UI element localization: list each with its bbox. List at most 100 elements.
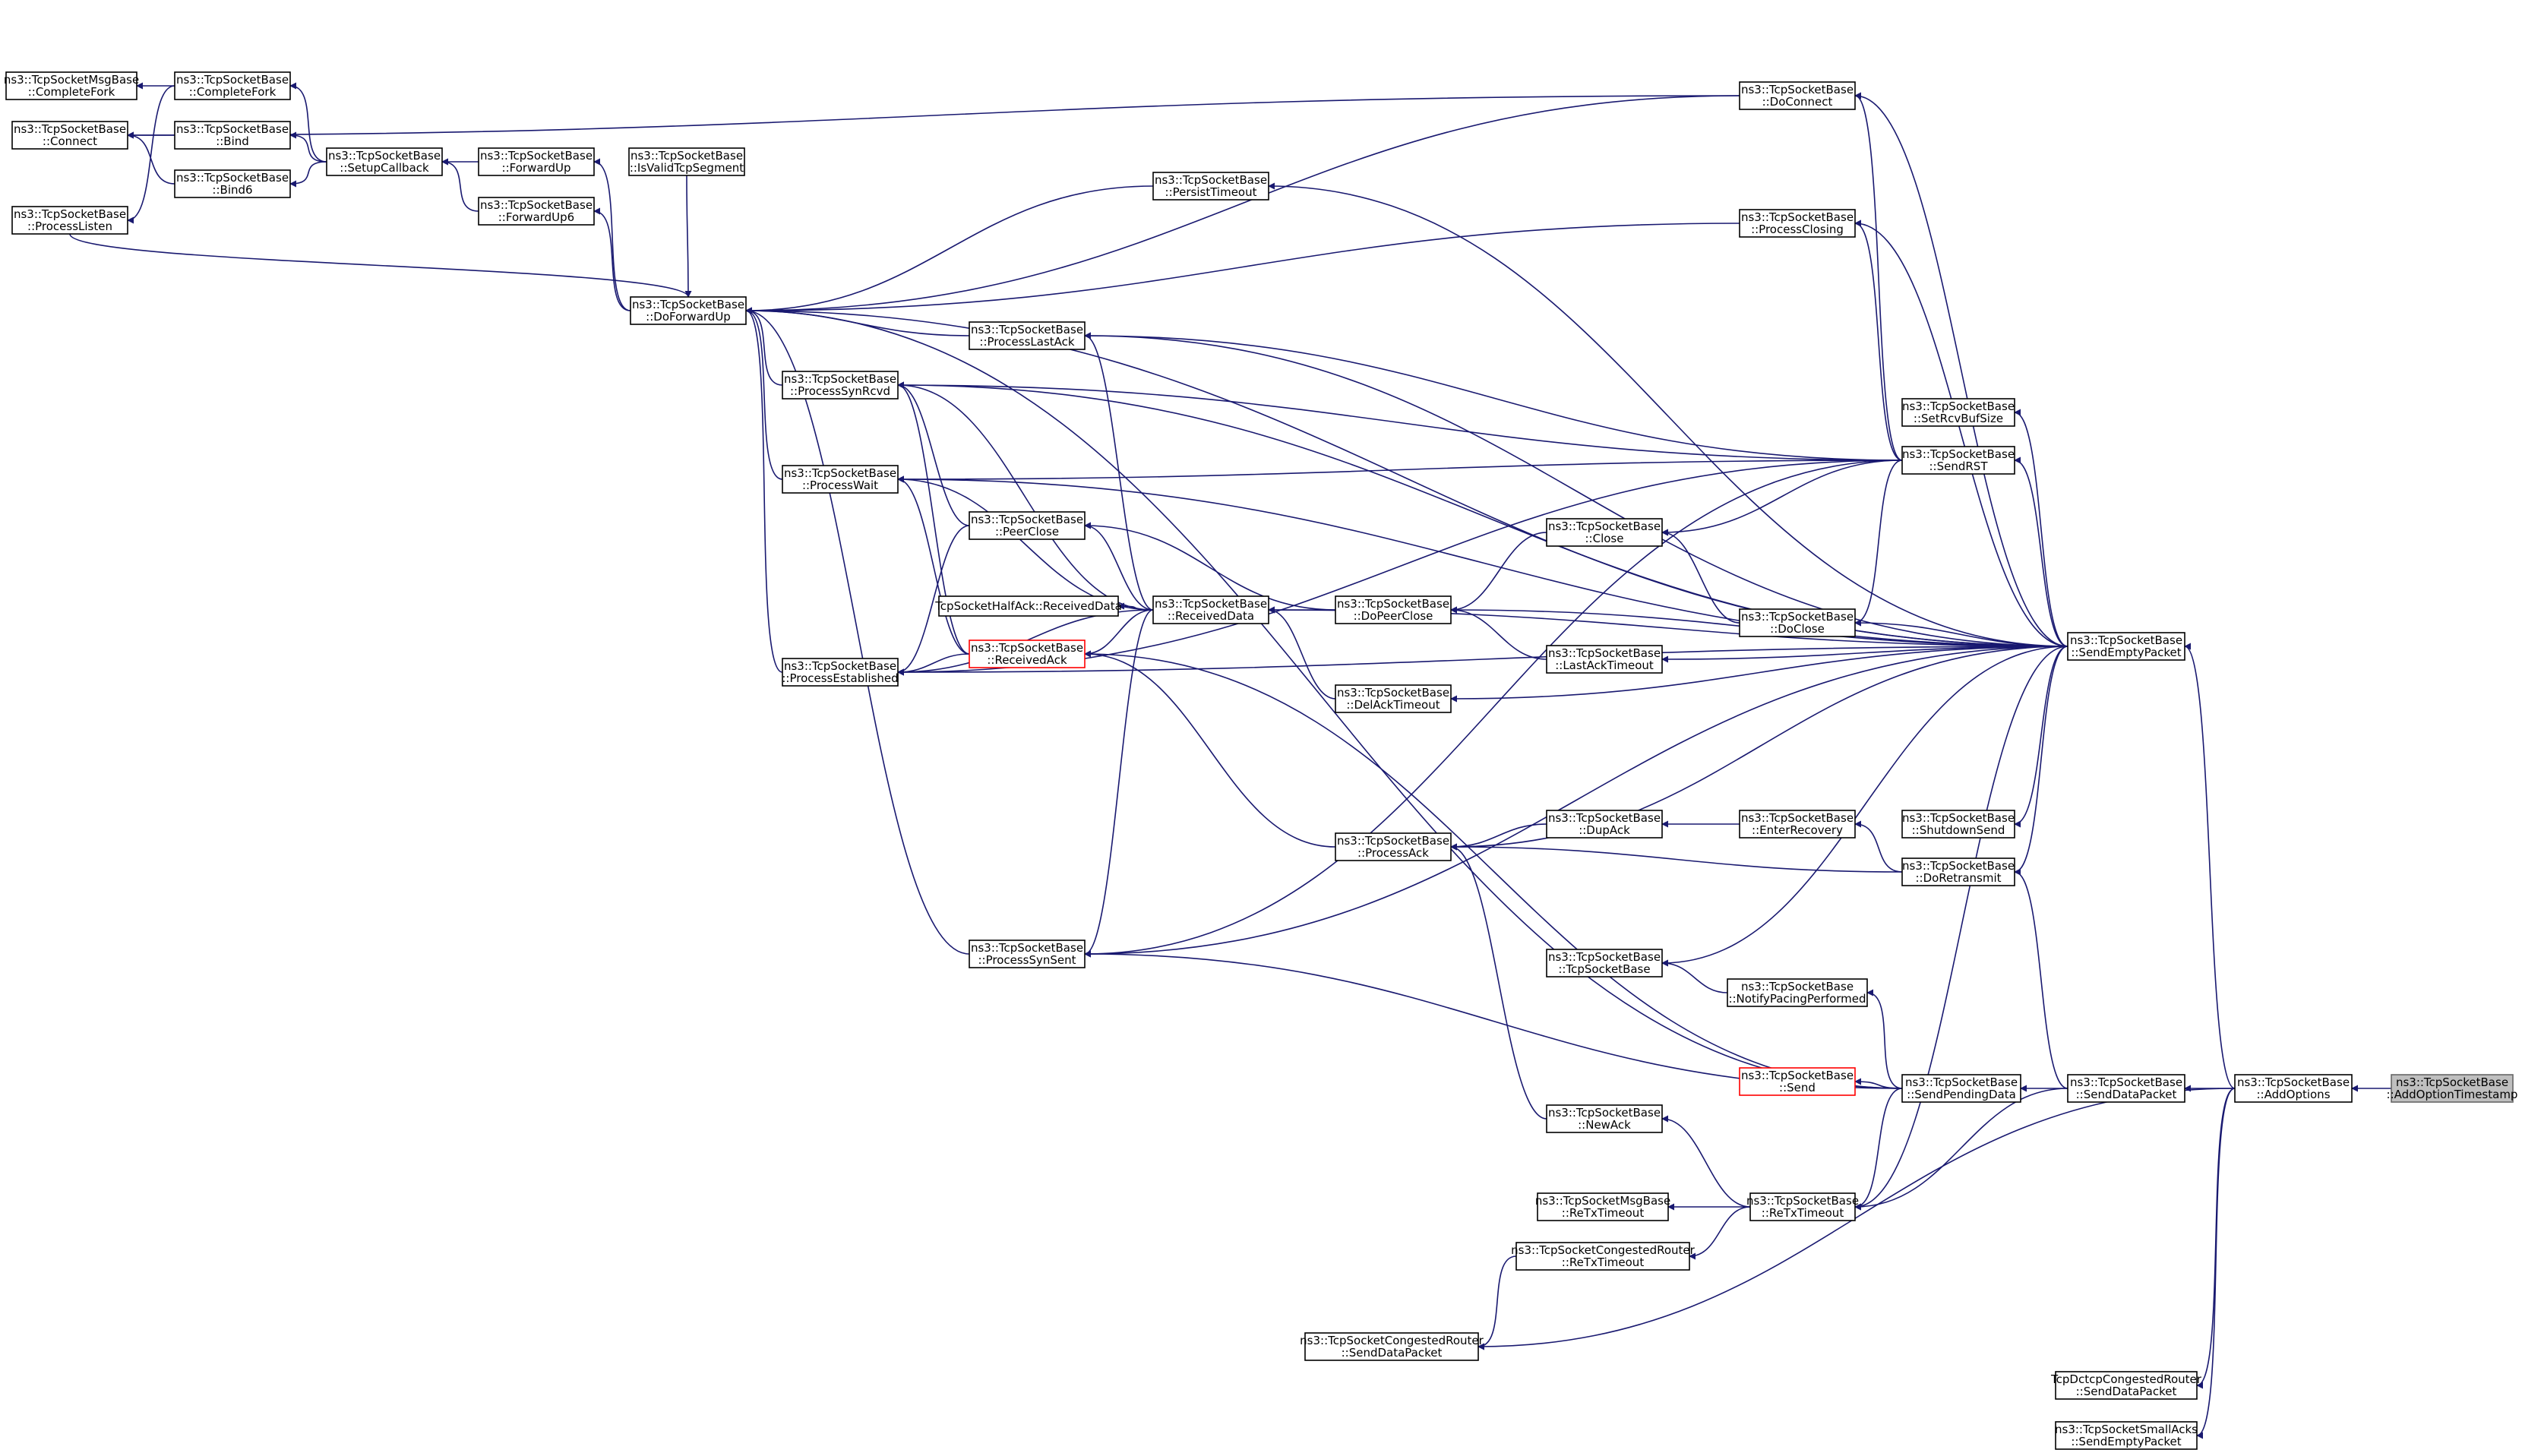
edge-processwait-calls-receivedack [897, 475, 970, 655]
node-box [1546, 810, 1663, 839]
node-smallacks-sendemptypacket[interactable]: ns3::TcpSocketSmallAcks::SendEmptyPacket [2055, 1421, 2198, 1450]
node-congested-retxtimeout[interactable]: ns3::TcpSocketCongestedRouter::ReTxTimeo… [1511, 1242, 1696, 1271]
node-doclose[interactable]: ns3::TcpSocketBase::DoClose [1739, 608, 1856, 637]
node-label-line: ns3::TcpSocketBase [1741, 811, 1854, 825]
edge-processestablished-calls-sendemptypacket [897, 646, 2068, 676]
node-label-line: ::SendRST [1929, 460, 1989, 473]
node-msgbase-completefork[interactable]: ns3::TcpSocketMsgBase::CompleteFork [4, 71, 139, 100]
edge-close-calls-sendrst [1661, 460, 1903, 536]
node-box [326, 147, 443, 176]
node-dupack[interactable]: ns3::TcpSocketBase::DupAck [1546, 810, 1663, 839]
node-forwardup6[interactable]: ns3::TcpSocketBase::ForwardUp6 [478, 197, 595, 226]
node-box [11, 206, 128, 235]
node-label-line: ns3::TcpSocketBase [2070, 1075, 2182, 1089]
node-dctcp-senddatapacket[interactable]: TcpDctcpCongestedRouter::SendDataPacket [2050, 1371, 2202, 1400]
node-box [969, 511, 1086, 540]
node-setrcvbufsize[interactable]: ns3::TcpSocketBase::SetRcvBufSize [1901, 398, 2015, 427]
node-label-line: ns3::TcpSocketBase [784, 466, 896, 480]
node-sendpendingdata[interactable]: ns3::TcpSocketBase::SendPendingData [1901, 1074, 2021, 1103]
node-forwardup[interactable]: ns3::TcpSocketBase::ForwardUp [478, 147, 595, 176]
edge-retxtimeout-calls-sendemptypacket [1854, 646, 2068, 1211]
node-box [1739, 1067, 1856, 1096]
node-label-line: ::PeerClose [995, 525, 1059, 538]
node-enterrecovery[interactable]: ns3::TcpSocketBase::EnterRecovery [1739, 810, 1856, 839]
node-halfack-receiveddata[interactable]: TcpSocketHalfAck::ReceivedData [934, 595, 1122, 617]
node-label-line: ::SetupCallback [340, 161, 429, 175]
edge-processlisten-calls-completefork [127, 85, 175, 224]
node-box [1901, 810, 2015, 839]
edge-setrcvbufsize-calls-sendemptypacket [2014, 409, 2068, 647]
node-label-line: ns3::TcpSocketBase [1548, 646, 1661, 660]
node-label-line: ::ProcessSynSent [978, 953, 1076, 967]
node-box [1901, 398, 2015, 427]
node-processsynrcvd[interactable]: ns3::TcpSocketBase::ProcessSynRcvd [782, 371, 899, 400]
node-label-line: ::DoConnect [1762, 95, 1833, 109]
edge-processlastack-calls-sendemptypacket [1084, 332, 2068, 647]
node-connect[interactable]: ns3::TcpSocketBase::Connect [11, 121, 128, 150]
node-label-line: ns3::TcpSocketBase [1746, 1194, 1859, 1208]
node-retxtimeout[interactable]: ns3::TcpSocketBase::ReTxTimeout [1746, 1192, 1859, 1221]
node-label-line: ::SendDataPacket [2076, 1088, 2177, 1101]
node-label-line: ::Send [1779, 1081, 1816, 1094]
node-lastacktimeout[interactable]: ns3::TcpSocketBase::LastAckTimeout [1546, 645, 1663, 674]
node-senddatapacket[interactable]: ns3::TcpSocketBase::SendDataPacket [2067, 1074, 2185, 1103]
node-label-line: ::ReTxTimeout [1762, 1206, 1844, 1220]
node-label-line: ::ReceivedAck [987, 653, 1067, 667]
node-processsynsent[interactable]: ns3::TcpSocketBase::ProcessSynSent [969, 940, 1086, 968]
node-processclosing[interactable]: ns3::TcpSocketBase::ProcessClosing [1739, 209, 1856, 238]
node-addoptiontimestamp[interactable]: ns3::TcpSocketBase::AddOptionTimestamp [2387, 1074, 2518, 1103]
node-label-line: ns3::TcpSocketBase [328, 149, 441, 163]
node-label-line: ::ProcessWait [802, 478, 878, 492]
node-box [938, 595, 1119, 617]
node-completefork[interactable]: ns3::TcpSocketBase::CompleteFork [174, 71, 291, 100]
node-tcpsocketbase[interactable]: ns3::TcpSocketBase::TcpSocketBase [1546, 949, 1663, 978]
node-label-line: ns3::TcpSocketBase [1902, 811, 2015, 825]
node-newack[interactable]: ns3::TcpSocketBase::NewAck [1546, 1104, 1663, 1133]
node-setupcallback[interactable]: ns3::TcpSocketBase::SetupCallback [326, 147, 443, 176]
node-processlastack[interactable]: ns3::TcpSocketBase::ProcessLastAck [969, 321, 1086, 350]
node-box [782, 371, 899, 400]
edge-doretransmit-calls-sendemptypacket [2014, 646, 2068, 876]
node-bind[interactable]: ns3::TcpSocketBase::Bind [174, 121, 291, 150]
node-dopeerclose[interactable]: ns3::TcpSocketBase::DoPeerClose [1335, 595, 1452, 624]
node-sendemptypacket[interactable]: ns3::TcpSocketBase::SendEmptyPacket [2067, 632, 2185, 661]
node-peerclose[interactable]: ns3::TcpSocketBase::PeerClose [969, 511, 1086, 540]
node-msgbase-retxtimeout[interactable]: ns3::TcpSocketMsgBase::ReTxTimeout [1535, 1192, 1670, 1221]
node-label-line: ns3::TcpSocketBase [2237, 1075, 2350, 1089]
node-bind6[interactable]: ns3::TcpSocketBase::Bind6 [174, 169, 291, 198]
node-congested-senddatapacket[interactable]: ns3::TcpSocketCongestedRouter::SendDataP… [1300, 1332, 1484, 1361]
node-doforwardup[interactable]: ns3::TcpSocketBase::DoForwardUp [630, 296, 747, 325]
node-receivedack[interactable]: ns3::TcpSocketBase::ReceivedAck [969, 640, 1086, 668]
node-box [1152, 172, 1269, 201]
node-close[interactable]: ns3::TcpSocketBase::Close [1546, 518, 1663, 547]
node-notifypacing[interactable]: ns3::TcpSocketBase::NotifyPacingPerforme… [1727, 978, 1868, 1007]
edge-smallacks-sendemptypacket-calls-addoptions [2196, 1088, 2236, 1439]
node-isvalidtcpsegment[interactable]: ns3::TcpSocketBase::IsValidTcpSegment [628, 147, 745, 176]
node-sendrst[interactable]: ns3::TcpSocketBase::SendRST [1901, 446, 2015, 475]
node-label-line: ::ProcessListen [27, 220, 112, 233]
node-processestablished[interactable]: ns3::TcpSocketBase::ProcessEstablished [782, 658, 899, 687]
edge-persisttimeout-calls-sendemptypacket [1268, 182, 2068, 647]
node-persisttimeout[interactable]: ns3::TcpSocketBase::PersistTimeout [1152, 172, 1269, 201]
node-doconnect[interactable]: ns3::TcpSocketBase::DoConnect [1739, 81, 1856, 110]
node-label-line: ns3::TcpSocketBase [1741, 1069, 1854, 1082]
edge-doconnect-calls-sendemptypacket [1854, 92, 2068, 647]
edge-enterrecovery-calls-doretransmit [1854, 820, 1903, 873]
node-label-line: ::SendPendingData [1907, 1088, 2016, 1101]
node-label-line: ::CompleteFork [28, 85, 115, 99]
node-addoptions[interactable]: ns3::TcpSocketBase::AddOptions [2234, 1074, 2353, 1103]
node-doretransmit[interactable]: ns3::TcpSocketBase::DoRetransmit [1901, 857, 2015, 886]
edge-receiveddata-calls-delacktimeout [1268, 606, 1336, 700]
node-shutdownsend[interactable]: ns3::TcpSocketBase::ShutdownSend [1901, 810, 2015, 839]
node-send[interactable]: ns3::TcpSocketBase::Send [1739, 1067, 1856, 1096]
node-receiveddata[interactable]: ns3::TcpSocketBase::ReceivedData [1152, 595, 1269, 624]
node-label-line: ns3::TcpSocketBase [1337, 686, 1449, 700]
node-processack[interactable]: ns3::TcpSocketBase::ProcessAck [1335, 832, 1452, 861]
node-label-line: ::SendDataPacket [2076, 1385, 2177, 1398]
edge-tcpsocketbase-calls-notifypacing [1661, 959, 1728, 993]
node-processlisten[interactable]: ns3::TcpSocketBase::ProcessListen [11, 206, 128, 235]
node-label-line: ns3::TcpSocketCongestedRouter [1300, 1334, 1484, 1347]
node-delacktimeout[interactable]: ns3::TcpSocketBase::DelAckTimeout [1335, 684, 1452, 713]
edge-forwardup6-calls-doforwardup [593, 207, 631, 311]
node-processwait[interactable]: ns3::TcpSocketBase::ProcessWait [782, 465, 899, 494]
